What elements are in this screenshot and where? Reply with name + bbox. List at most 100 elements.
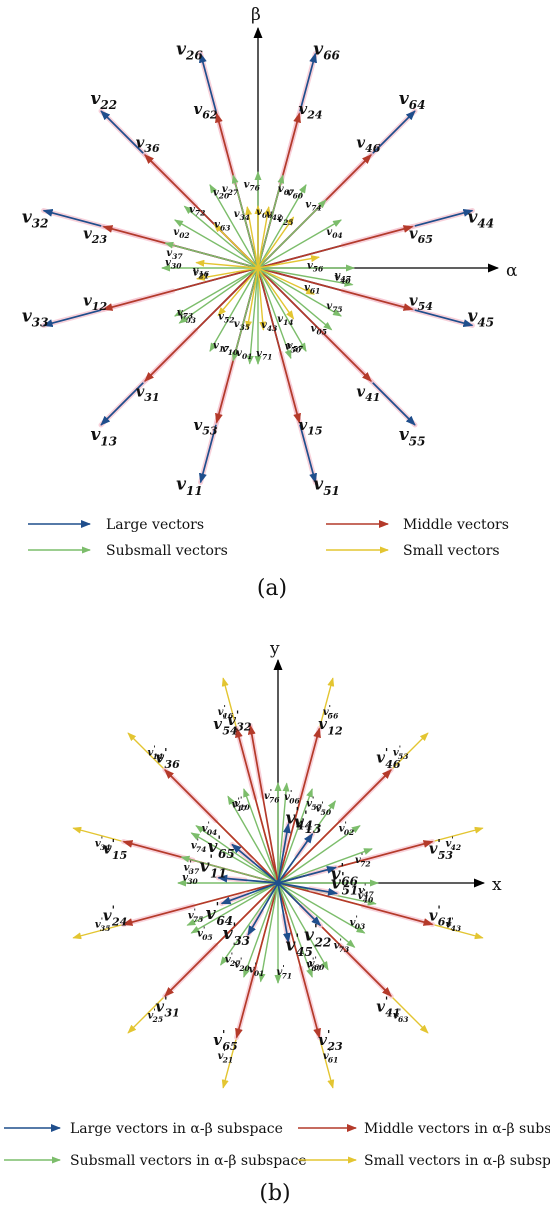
small-vector-arrow: [195, 267, 259, 281]
legend-b-subsmall-label: Subsmall vectors in α-β subspace: [70, 1153, 307, 1169]
subsmall-vector-arrow: [257, 183, 307, 269]
large-vector-arrow: [277, 882, 291, 944]
small-vector-arrow: [257, 267, 267, 331]
middle-vector-arrow: [277, 882, 321, 1039]
middle-vector-arrow: [277, 769, 392, 884]
legend-small-label: Small vectors: [403, 543, 500, 559]
vector-label: v75: [326, 301, 342, 314]
vector-label: v'50: [316, 800, 332, 817]
subsmall-vector-arrow: [209, 267, 259, 353]
vector-label: v12: [83, 291, 107, 313]
vector-label: v'65: [207, 834, 234, 862]
subsmall-vector-arrow: [186, 882, 279, 926]
vector-label: v67: [278, 184, 295, 197]
middle-vector-arrow: [144, 267, 259, 382]
middle-vector-arrow: [247, 724, 279, 884]
small-vector-arrow: [195, 259, 259, 269]
panel-b-legend: Large vectors in α-β subspace Middle vec…: [4, 1121, 550, 1169]
vector-label: v10: [222, 344, 239, 357]
vector-label: v13: [91, 425, 118, 448]
subsmall-vector-arrow: [257, 267, 354, 287]
subsmall-vector-arrow: [257, 174, 285, 269]
subsmall-vector-arrow: [257, 219, 343, 269]
vector-label: v31: [136, 382, 160, 404]
middle-vector-arrow: [164, 769, 279, 884]
middle-vector-arrow: [257, 267, 372, 382]
subsmall-vector-arrow: [180, 855, 279, 884]
vector-label: v01: [236, 348, 252, 361]
vector-label: v30: [165, 258, 182, 271]
subsmall-vector-arrow: [258, 882, 279, 983]
vector-label: v63: [214, 219, 230, 232]
middle-vector-arrow: [164, 882, 279, 997]
middle-vector-arrow: [257, 267, 414, 311]
legend-b-small-label: Small vectors in α-β subspace: [364, 1153, 550, 1169]
subsmall-vector-arrow: [257, 267, 343, 317]
vector-label: v46: [356, 134, 380, 156]
vector-label: v61: [304, 282, 320, 295]
small-vector-arrow: [257, 205, 271, 269]
subsmall-vector-arrow: [231, 174, 259, 269]
vector-label: v50: [285, 342, 302, 355]
subsmall-vector-arrow: [231, 267, 259, 362]
vector-label: v14: [277, 314, 293, 327]
vector-label: v53: [193, 416, 217, 438]
vector-label: v65: [409, 225, 433, 247]
vector-label: v'13: [294, 809, 321, 837]
vector-label: v44: [468, 208, 495, 231]
vector-label: v25: [277, 214, 293, 227]
legend-b-middle-label: Middle vectors in α-β subspace: [364, 1121, 550, 1137]
vector-label: v'75: [188, 907, 204, 924]
subsmall-vector-arrow: [277, 882, 329, 971]
legend-middle-label: Middle vectors: [403, 517, 509, 533]
subsmall-vector-arrow: [257, 267, 292, 360]
alpha-axis-label: α: [506, 261, 518, 281]
vector-label: v45: [468, 306, 495, 329]
vector-label: v35: [234, 319, 250, 332]
large-vector-arrow: [217, 874, 279, 884]
vector-label: v33: [22, 306, 49, 329]
vector-label: v'02: [339, 820, 355, 837]
vector-label: v24: [298, 100, 322, 122]
vector-label: v64: [399, 89, 426, 112]
vector-label: v'72: [355, 851, 371, 868]
vector-label: v60: [287, 188, 304, 201]
vector-label: v21: [193, 268, 209, 281]
panel-a-legend: Large vectors Middle vectors Subsmall ve…: [28, 517, 509, 559]
vector-label: v26: [176, 39, 203, 62]
x-axis-label: x: [492, 875, 502, 895]
vector-label: v56: [307, 260, 324, 273]
vector-label: v'41: [376, 995, 400, 1020]
large-vector-arrow: [277, 833, 314, 884]
vector-label: v11: [176, 475, 203, 498]
large-vector-arrow: [277, 882, 339, 896]
subsmall-vector-arrow: [195, 825, 279, 884]
subsmall-vector-arrow: [277, 882, 313, 978]
subsmall-vector-arrow: [220, 882, 279, 966]
middle-vector-arrow: [235, 727, 279, 884]
middle-vector-arrow: [235, 882, 279, 1039]
subsmall-vector-arrow: [243, 788, 279, 884]
middle-vector-arrow: [277, 727, 321, 884]
vector-label: v34: [234, 209, 250, 222]
subsmall-vector-arrow: [209, 183, 259, 269]
subsmall-vector-arrow: [257, 267, 307, 353]
vector-label: v05: [311, 323, 327, 336]
subsmall-vector-arrow: [164, 241, 259, 269]
middle-vector-arrow: [257, 225, 414, 269]
vector-label: v42: [266, 209, 282, 222]
subsmall-vector-arrow: [190, 832, 279, 884]
subsmall-vector-arrow: [246, 267, 259, 365]
subsmall-vector-arrow: [178, 267, 259, 324]
vector-label: v71: [256, 349, 272, 362]
small-vector-arrow: [217, 267, 259, 317]
vector-label: v'05: [197, 925, 213, 942]
vector-label: v55: [399, 425, 426, 448]
vector-label: v22: [91, 89, 118, 112]
large-vector-arrow: [220, 882, 279, 905]
large-vector-arrow: [231, 843, 279, 884]
small-vector-arrow: [257, 267, 295, 320]
vector-label: v17: [213, 341, 230, 354]
